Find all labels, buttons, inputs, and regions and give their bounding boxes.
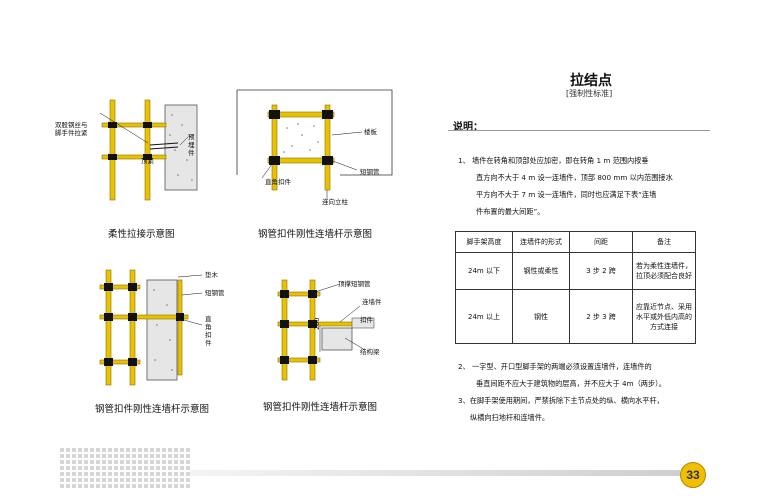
figure-rigid-tie-slab — [236, 89, 393, 200]
table-cell: 24m 以下 — [455, 252, 513, 291]
label-pad: 垫木 — [205, 271, 218, 279]
caption-fig1: 柔性拉接示意图 — [108, 229, 175, 240]
note-3-line-1: 3、在脚手架使用期间，严禁拆除下主节点处的纵、横向水平杆， — [458, 396, 664, 405]
table-cell: 若为柔性连墙件，拉顶必须配合良好 — [632, 252, 696, 291]
label-slab: 楼板 — [364, 128, 377, 136]
figure-flexible-tie — [99, 99, 198, 201]
label-wire-2: 脚手件拉紧 — [55, 129, 88, 137]
table-header: 间距 — [569, 230, 633, 254]
note-3: 3、在脚手架使用期间，严禁拆除下主节点处的纵、横向水平杆， 纵横向扫地杆和连墙件… — [458, 392, 664, 426]
caption-fig3: 钢管扣件刚性连墙杆示意图 — [95, 404, 210, 415]
note-2-line-1: 2、 一字型、开口型脚手架的两端必须设置连墙件，连墙件的 — [458, 362, 652, 371]
caption-fig2: 钢管扣件刚性连墙杆示意图 — [258, 229, 373, 240]
label-short-pipe-3: 短钢管 — [205, 289, 225, 297]
label-tie-pipe: 顶撑短钢管 — [338, 280, 371, 288]
note-1-line-1: 1、 墙件在转角和顶部处应加密，即在转角 1 m 范围内按垂 — [458, 156, 649, 165]
table-cell: 钢性 — [512, 289, 570, 344]
footer-bar — [190, 470, 680, 476]
table-cell: 3 步 2 跨 — [569, 252, 633, 291]
label-embed: 预埋件 — [188, 133, 195, 157]
label-link: 连墙件 — [362, 298, 382, 306]
note-2-line-2: 垂直间距不应大于建筑物的层高，并不应大于 4m（两步）。 — [476, 379, 666, 388]
note-3-line-2: 纵横向扫地杆和连墙件。 — [470, 413, 550, 422]
note-1-line-3: 平方向不大于 7 m 设一连墙件，同时也应满足下表“连墙 — [476, 190, 657, 199]
figure-rigid-tie-beam — [277, 279, 375, 381]
page-title: 拉结点 — [570, 73, 612, 89]
note-2: 2、 一字型、开口型脚手架的两端必须设置连墙件，连墙件的 垂直间距不应大于建筑物… — [458, 358, 666, 392]
table-cell: 钢性或柔性 — [512, 252, 570, 291]
label-clamp-3: 直角扣件 — [205, 315, 212, 347]
table-header-row: 脚手架高度 连墙件的形式 间距 备注 — [455, 230, 696, 254]
table-cell: 应靠近节点、采用水平或外低内高的方式连接 — [632, 289, 696, 344]
spacing-table: 脚手架高度 连墙件的形式 间距 备注 24m 以下 钢性或柔性 3 步 2 跨 … — [455, 230, 696, 344]
table-header: 脚手架高度 — [455, 230, 513, 254]
note-1-line-4: 件布置的最大间距”。 — [476, 207, 545, 216]
label-short-pipe: 短钢管 — [360, 168, 380, 176]
label-right-angle-clamp: 直角扣件 — [265, 178, 291, 186]
label-dim-200: 200 — [313, 317, 321, 330]
table-header: 连墙件的形式 — [512, 230, 570, 254]
label-beam: 结构梁 — [360, 348, 380, 356]
table-row: 24m 以上 钢性 2 步 3 跨 应靠近节点、采用水平或外低内高的方式连接 — [455, 289, 696, 344]
table-row: 24m 以下 钢性或柔性 3 步 2 跨 若为柔性连墙件，拉顶必须配合良好 — [455, 252, 696, 291]
label-clamp-4: 扣件 — [360, 316, 373, 324]
table-header: 备注 — [632, 230, 696, 254]
note-1: 1、 墙件在转角和顶部处应加密，即在转角 1 m 范围内按垂 直方向不大于 4 … — [458, 152, 673, 220]
caption-fig4: 钢管扣件刚性连墙杆示意图 — [263, 402, 378, 413]
label-wire: 双股钢丝与 — [55, 121, 88, 129]
note-1-line-2: 直方向不大于 4 m 设一连墙件，顶部 800 mm 以内范围接水 — [476, 173, 673, 182]
label-strut: 顶紧 — [141, 157, 154, 165]
footer-dot-pattern — [60, 448, 190, 488]
label-to-pole: 连向立柱 — [322, 198, 348, 206]
table-cell: 2 步 3 跨 — [569, 289, 633, 344]
page-number: 33 — [680, 462, 706, 488]
notes-heading: 说明： — [453, 122, 483, 133]
figure-rigid-tie-pad — [99, 269, 203, 386]
divider — [448, 130, 710, 131]
table-cell: 24m 以上 — [455, 289, 513, 344]
page-subtitle: [强制性标准] — [566, 89, 613, 98]
